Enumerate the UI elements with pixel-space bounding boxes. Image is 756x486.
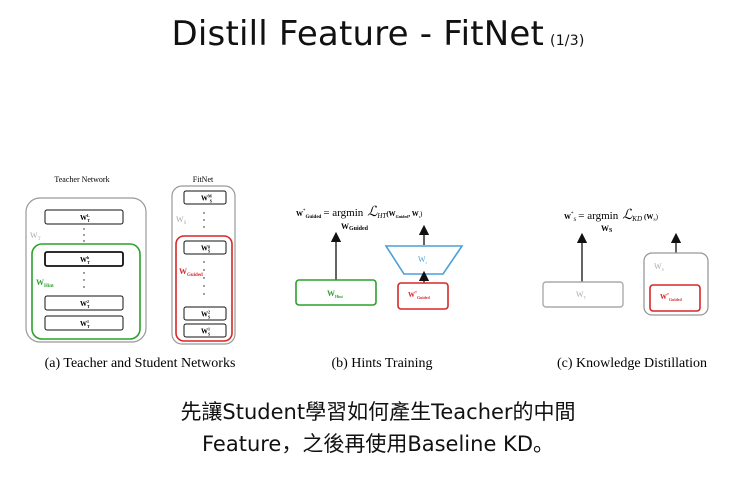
panel-b-caption: (b) Hints Training — [331, 356, 432, 371]
hint-region-box — [31, 243, 141, 340]
panel-a-caption: (a) Teacher and Student Networks — [45, 356, 236, 371]
panel-c-caption: (c) Knowledge Distillation — [557, 356, 707, 371]
slide-title: Distill Feature - FitNet (1/3) — [0, 14, 756, 54]
guided-box — [397, 282, 449, 310]
kd-guided-box — [649, 284, 701, 312]
regressor-trapezoid — [384, 245, 464, 275]
teacher-side-label: WT — [30, 231, 41, 242]
hint-box — [295, 279, 377, 306]
student-outer-label: WS — [654, 262, 664, 272]
hint-region-label: WHint — [36, 278, 54, 289]
hints-equation-under: WGuided — [341, 222, 369, 232]
guided-region-box — [175, 235, 233, 342]
teacher-network-label: Teacher Network — [54, 175, 109, 184]
student-dots — [203, 212, 205, 295]
teacher-network-box — [25, 197, 147, 343]
kd-guided-box-label: W*Guided — [660, 292, 682, 302]
guided-box-label: W*Guided — [408, 290, 430, 300]
fitnet-label: FitNet — [193, 175, 214, 184]
caption-line-2: Feature，之後再使用Baseline KD。 — [201, 432, 554, 456]
slide-title-suffix: (1/3) — [550, 33, 585, 49]
regressor-label: Wr — [418, 255, 428, 265]
slide-caption: 先讓Student學習如何產生Teacher的中間 Feature，之後再使用B… — [0, 396, 756, 460]
teacher-dots — [83, 228, 85, 288]
student-side-label: WS — [176, 215, 187, 226]
guided-region-label: WGuided — [179, 267, 203, 278]
hint-box-label: WHint — [327, 289, 343, 299]
kd-equation-under: WS — [601, 224, 613, 234]
fitnet-box — [171, 185, 236, 345]
caption-line-1: 先讓Student學習如何產生Teacher的中間 — [180, 400, 576, 424]
teacher-box — [542, 281, 624, 308]
slide-title-text: Distill Feature - FitNet — [171, 14, 545, 54]
teacher-box-label: WT — [576, 290, 587, 300]
